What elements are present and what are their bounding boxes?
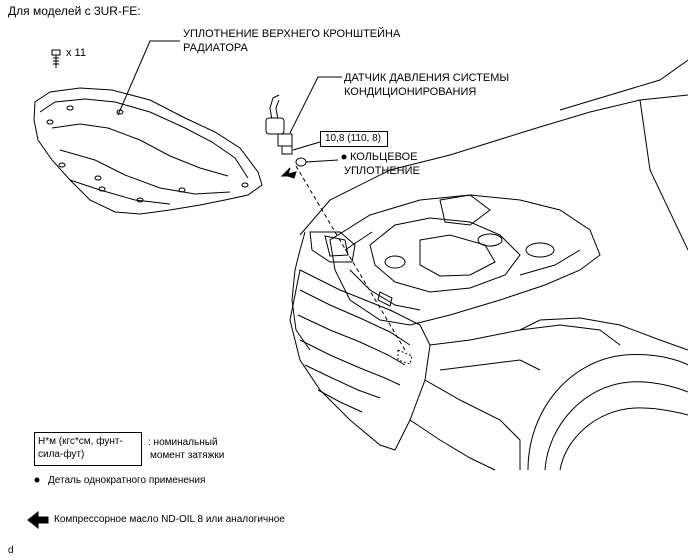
bolt-count-label: x 11 xyxy=(66,47,86,59)
legend-torque-box-line1: Н*м (кгс*см, фунт- xyxy=(38,436,123,447)
oil-arrow-icon xyxy=(280,167,297,179)
legend-bullet-icon xyxy=(34,477,40,483)
legend-single-use: Деталь однократного применения xyxy=(48,475,206,486)
radiator-seal-part xyxy=(33,87,263,215)
legend-torque-desc-line2: момент затяжки xyxy=(150,450,225,461)
pressure-sensor-label-line2: КОНДИЦИОНИРОВАНИЯ xyxy=(344,86,477,98)
torque-value-box: 10,8 (110, 8) xyxy=(320,131,388,147)
o-ring-bullet-icon xyxy=(341,154,347,160)
pressure-sensor-part xyxy=(265,94,293,155)
radiator-seal-label-line2: РАДИАТОРА xyxy=(183,42,248,54)
figure-code: d xyxy=(8,545,14,556)
page-title: Для моделей с 3UR-FE: xyxy=(8,4,141,18)
pressure-sensor-label-line1: ДАТЧИК ДАВЛЕНИЯ СИСТЕМЫ xyxy=(344,72,510,84)
o-ring-part xyxy=(295,157,307,167)
o-ring-label-line2: УПЛОТНЕНИЕ xyxy=(344,165,420,177)
bolt-icon xyxy=(51,49,61,68)
radiator-seal-label-line1: УПЛОТНЕНИЕ ВЕРХНЕГО КРОНШТЕЙНА xyxy=(183,28,401,40)
o-ring-label-line1: КОЛЬЦЕВОЕ xyxy=(350,151,418,163)
vehicle-illustration xyxy=(289,59,688,471)
legend-torque-box-line2: сила-фут) xyxy=(38,449,85,460)
legend-torque-box: Н*м (кгс*см, фунт- сила-фут) xyxy=(34,432,142,466)
legend-torque-desc-line1: : номинальный xyxy=(148,437,218,448)
legend-oil: Компрессорное масло ND-OIL 8 или аналоги… xyxy=(54,514,285,525)
legend-oil-arrow-icon xyxy=(27,510,49,530)
